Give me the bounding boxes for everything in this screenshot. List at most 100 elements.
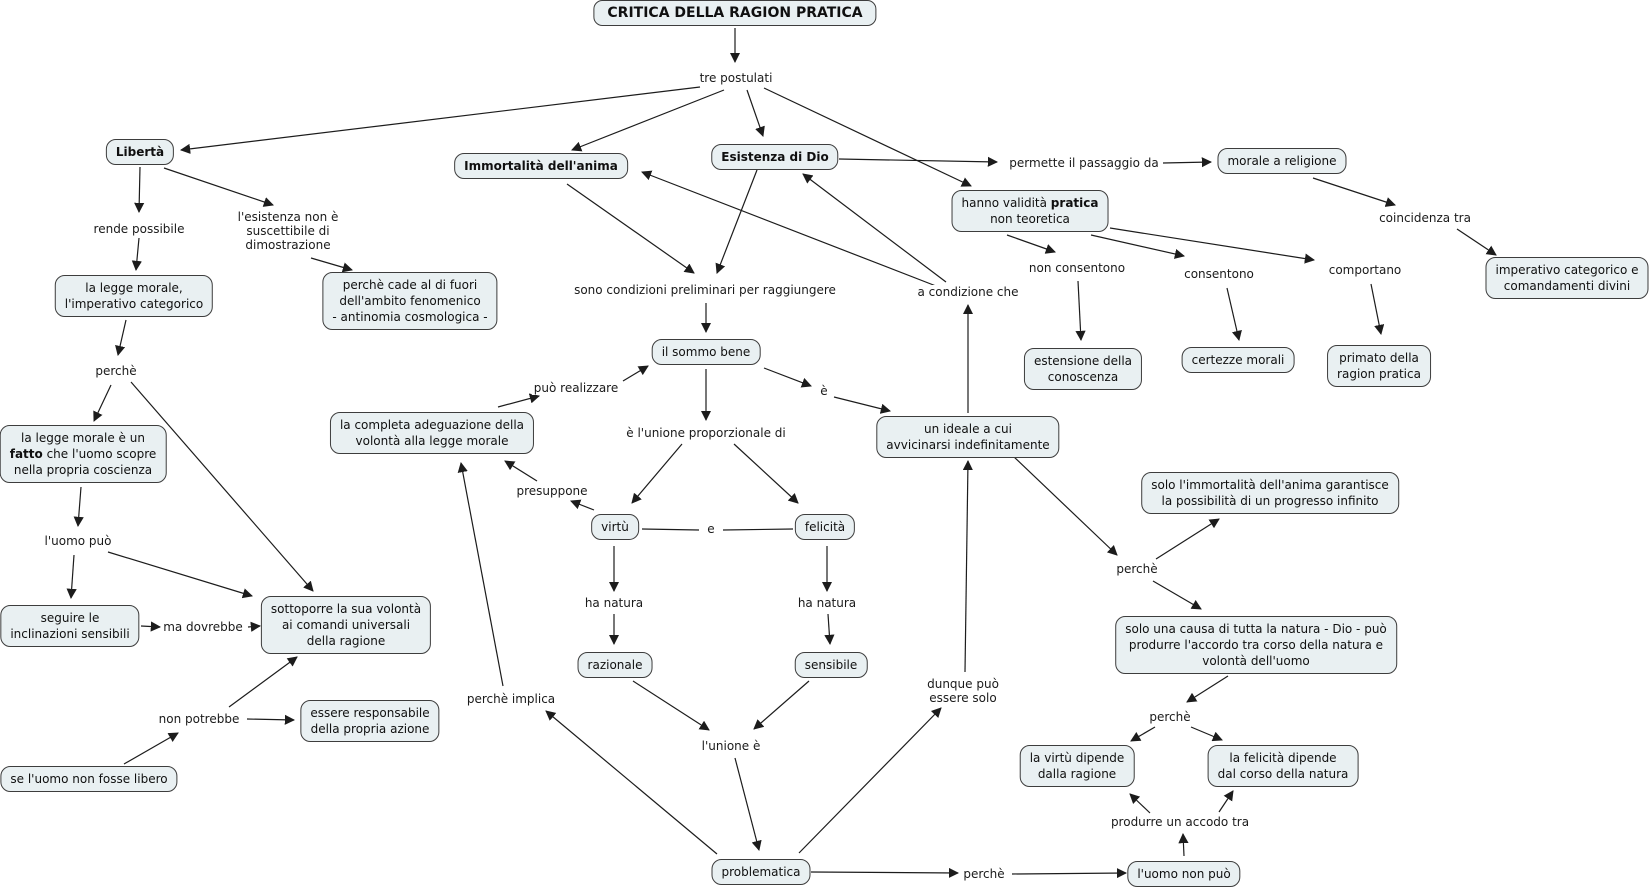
text-segment: non potrebbe bbox=[158, 712, 240, 726]
link-label-produrre-accodo[interactable]: produrre un accodo tra bbox=[1108, 815, 1252, 829]
link-label-e-2[interactable]: e bbox=[705, 522, 717, 536]
link-label-uomo-puo[interactable]: l'uomo può bbox=[42, 534, 114, 548]
link-unione-e-to-problematica bbox=[734, 757, 762, 851]
text-segment: ha natura bbox=[584, 596, 644, 610]
text-segment: se l'uomo non fosse libero bbox=[10, 772, 168, 786]
concept-immortalita[interactable]: Immortalità dell'anima bbox=[454, 153, 628, 179]
link-esistenza-to-sono-condizioni bbox=[715, 169, 758, 274]
text-segment: permette il passaggio da bbox=[1009, 156, 1159, 170]
link-label-rende-possibile[interactable]: rende possibile bbox=[91, 222, 187, 236]
link-label-non-consentono[interactable]: non consentono bbox=[1026, 261, 1128, 275]
text-segment: della propria azione bbox=[310, 722, 430, 736]
link-razionale-to-unione-e bbox=[632, 680, 710, 731]
link-label-unione-e[interactable]: l'unione è bbox=[699, 739, 763, 753]
link-ma-dovrebbe-to-sottoporre bbox=[247, 621, 262, 632]
link-label-ha-natura-dx[interactable]: ha natura bbox=[795, 596, 859, 610]
text-segment: razionale bbox=[587, 658, 643, 672]
concept-problematica[interactable]: problematica bbox=[711, 859, 811, 885]
link-label-perche-4[interactable]: perchè bbox=[961, 867, 1007, 881]
text-segment: presuppone bbox=[516, 484, 588, 498]
concept-virtu[interactable]: virtù bbox=[591, 514, 639, 540]
link-perche-2-to-solo-causa bbox=[1152, 580, 1202, 610]
link-hanno-validita-to-consentono bbox=[1090, 234, 1185, 259]
link-a-condizione-che-to-esistenza bbox=[802, 173, 947, 283]
text-segment: la virtù dipende bbox=[1029, 751, 1125, 765]
link-fatto-to-uomo-puo bbox=[73, 486, 84, 528]
link-label-ma-dovrebbe[interactable]: ma dovrebbe bbox=[161, 620, 245, 634]
link-label-tre-postulati[interactable]: tre postulati bbox=[697, 71, 775, 85]
text-segment: perchè bbox=[1116, 562, 1158, 576]
link-e-unione-proporzionale-to-felicita bbox=[733, 443, 799, 504]
concept-certezze[interactable]: certezze morali bbox=[1181, 347, 1295, 373]
link-dunque-puo-to-ideale bbox=[962, 459, 973, 673]
concept-solo-causa[interactable]: solo una causa di tutta la natura - Dio … bbox=[1115, 616, 1397, 674]
concept-esistenza[interactable]: Esistenza di Dio bbox=[711, 144, 839, 170]
text-segment: la felicità dipende bbox=[1229, 751, 1337, 765]
concept-se-uomo-non-libero[interactable]: se l'uomo non fosse libero bbox=[0, 766, 178, 792]
link-label-perche-1[interactable]: perchè bbox=[93, 364, 139, 378]
concept-solo-immortalita[interactable]: solo l'immortalità dell'anima garantisce… bbox=[1141, 472, 1399, 514]
link-problematica-to-perche-implica bbox=[545, 710, 718, 855]
text-segment: ma dovrebbe bbox=[163, 620, 243, 634]
link-tre-postulati-to-liberta bbox=[179, 86, 701, 154]
text-segment: della ragione bbox=[306, 634, 386, 648]
link-label-consentono[interactable]: consentono bbox=[1182, 267, 1256, 281]
text-segment: un ideale a cui bbox=[924, 422, 1012, 436]
text-segment: l'imperativo categorico bbox=[64, 297, 204, 311]
link-hanno-validita-to-non-consentono bbox=[1006, 234, 1056, 254]
link-label-sono-condizioni[interactable]: sono condizioni preliminari per raggiung… bbox=[572, 283, 838, 297]
link-label-puo-realizzare[interactable]: può realizzare bbox=[531, 381, 621, 395]
link-label-ha-natura-sx[interactable]: ha natura bbox=[582, 596, 646, 610]
link-tre-postulati-to-hanno-validita bbox=[763, 87, 972, 187]
link-label-e-unione-proporzionale[interactable]: è l'unione proporzionale di bbox=[624, 426, 788, 440]
concept-sommo-bene[interactable]: il sommo bene bbox=[651, 339, 761, 365]
link-tre-postulati-to-esistenza bbox=[746, 89, 765, 137]
concept-essere-responsabile[interactable]: essere responsabile della propria azione bbox=[300, 700, 440, 742]
concept-morale-religione[interactable]: morale a religione bbox=[1217, 148, 1347, 174]
link-non-potrebbe-to-sottoporre bbox=[228, 656, 298, 708]
link-consentono-to-certezze bbox=[1226, 287, 1242, 341]
text-segment: sono condizioni preliminari per raggiung… bbox=[574, 283, 836, 297]
link-label-permette-passaggio[interactable]: permette il passaggio da bbox=[1007, 156, 1161, 170]
text-segment: essere responsabile bbox=[310, 706, 430, 720]
concept-felicita[interactable]: felicità bbox=[794, 514, 856, 540]
link-label-e-1[interactable]: è bbox=[818, 384, 830, 398]
text-segment: conoscenza bbox=[1047, 370, 1119, 384]
concept-critica[interactable]: CRITICA DELLA RAGION PRATICA bbox=[593, 0, 877, 26]
link-label-perche-2[interactable]: perchè bbox=[1114, 562, 1160, 576]
link-label-non-potrebbe[interactable]: non potrebbe bbox=[156, 712, 242, 726]
link-solo-causa-to-perche-3 bbox=[1186, 675, 1229, 703]
link-esistenza-non-dimostrabile-to-perche-cade bbox=[310, 257, 353, 273]
concept-sensibile[interactable]: sensibile bbox=[794, 652, 868, 678]
link-label-perche-implica[interactable]: perchè implica bbox=[464, 692, 558, 706]
link-uomo-puo-to-seguire bbox=[66, 554, 77, 600]
text-segment: fatto bbox=[9, 447, 43, 461]
concept-legge-morale[interactable]: la legge morale,l'imperativo categorico bbox=[54, 275, 214, 317]
concept-liberta[interactable]: Libertà bbox=[105, 139, 175, 165]
link-label-comportano[interactable]: comportano bbox=[1326, 263, 1404, 277]
link-label-perche-3[interactable]: perchè bbox=[1147, 710, 1193, 724]
text-segment: Libertà bbox=[115, 145, 165, 159]
concept-razionale[interactable]: razionale bbox=[577, 652, 653, 678]
link-label-coincidenza-tra[interactable]: coincidenza tra bbox=[1377, 211, 1473, 225]
text-segment: comandamenti divini bbox=[1503, 279, 1631, 293]
concept-uomo-non-puo[interactable]: l'uomo non può bbox=[1127, 861, 1241, 887]
text-segment: produrre l'accordo tra corso della natur… bbox=[1128, 638, 1384, 652]
link-label-a-condizione-che[interactable]: a condizione che bbox=[915, 285, 1021, 299]
link-virtu-to-presuppone bbox=[570, 499, 595, 511]
link-label-presuppone[interactable]: presuppone bbox=[514, 484, 590, 498]
